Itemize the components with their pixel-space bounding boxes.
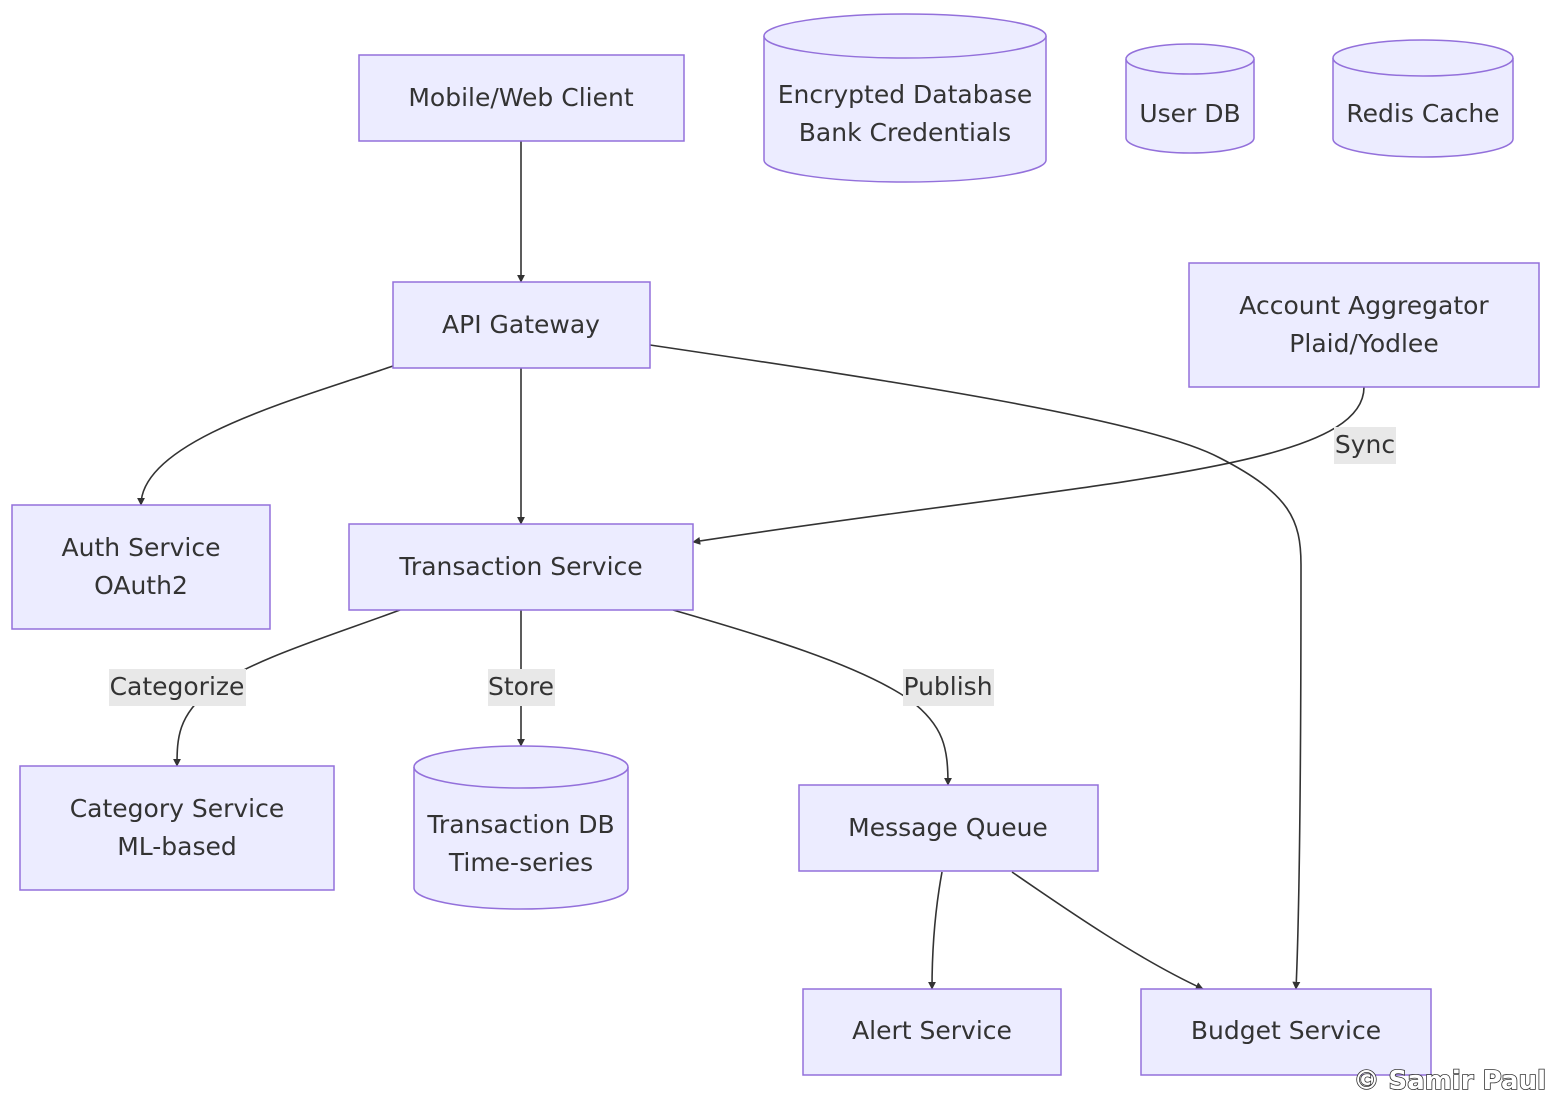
node-label: Message Queue (848, 813, 1048, 842)
node-label: Plaid/Yodlee (1289, 329, 1438, 358)
edge-gateway-to-budget (649, 344, 1302, 990)
node-label: Mobile/Web Client (408, 83, 633, 112)
node-message-queue[interactable]: Message Queue (798, 784, 1099, 872)
edge-label-categorize: Categorize (109, 669, 246, 706)
node-label: Encrypted Database (778, 80, 1033, 109)
node-auth-service[interactable]: Auth Service OAuth2 (11, 504, 271, 630)
edge-label-text: Categorize (110, 672, 245, 701)
node-encrypted-database[interactable]: Encrypted Database Bank Credentials (763, 13, 1047, 183)
node-label: Transaction Service (398, 552, 642, 581)
node-alert-service[interactable]: Alert Service (802, 988, 1062, 1076)
node-label: Account Aggregator (1239, 291, 1489, 320)
edge-transaction-to-queue (672, 609, 952, 786)
node-label: Redis Cache (1346, 99, 1499, 128)
node-label: Category Service (70, 794, 285, 823)
node-budget-service[interactable]: Budget Service (1140, 988, 1432, 1076)
node-api-gateway[interactable]: API Gateway (392, 281, 651, 369)
node-label: Transaction DB (426, 810, 614, 839)
node-label: ML-based (117, 832, 237, 861)
node-label: Budget Service (1191, 1016, 1381, 1045)
edge-queue-to-budget (1011, 871, 1204, 990)
edge-gateway-to-auth (137, 365, 394, 506)
node-label: API Gateway (442, 310, 600, 339)
node-label: Bank Credentials (799, 118, 1011, 147)
node-redis-cache[interactable]: Redis Cache (1332, 39, 1514, 158)
node-label: Auth Service (62, 533, 221, 562)
edge-label-text: Sync (1335, 430, 1395, 459)
edge-label-text: Publish (903, 672, 992, 701)
node-label: OAuth2 (94, 571, 188, 600)
edge-label-text: Store (488, 672, 554, 701)
node-account-aggregator[interactable]: Account Aggregator Plaid/Yodlee (1188, 262, 1540, 388)
node-label: User DB (1139, 99, 1240, 128)
edge-label-sync: Sync (1334, 427, 1396, 464)
watermark: © Samir Paul (1353, 1066, 1546, 1096)
edge-label-publish: Publish (903, 669, 994, 706)
edge-aggregator-to-transaction (692, 386, 1365, 545)
node-user-db[interactable]: User DB (1125, 43, 1255, 154)
edge-queue-to-alert (928, 871, 943, 990)
node-transaction-db[interactable]: Transaction DB Time-series (413, 745, 629, 910)
node-mobile-web-client[interactable]: Mobile/Web Client (358, 54, 685, 142)
edge-label-store: Store (488, 669, 555, 706)
node-category-service[interactable]: Category Service ML-based (19, 765, 335, 891)
node-label: Alert Service (852, 1016, 1012, 1045)
node-label: Time-series (448, 848, 593, 877)
node-transaction-service[interactable]: Transaction Service (348, 523, 694, 611)
